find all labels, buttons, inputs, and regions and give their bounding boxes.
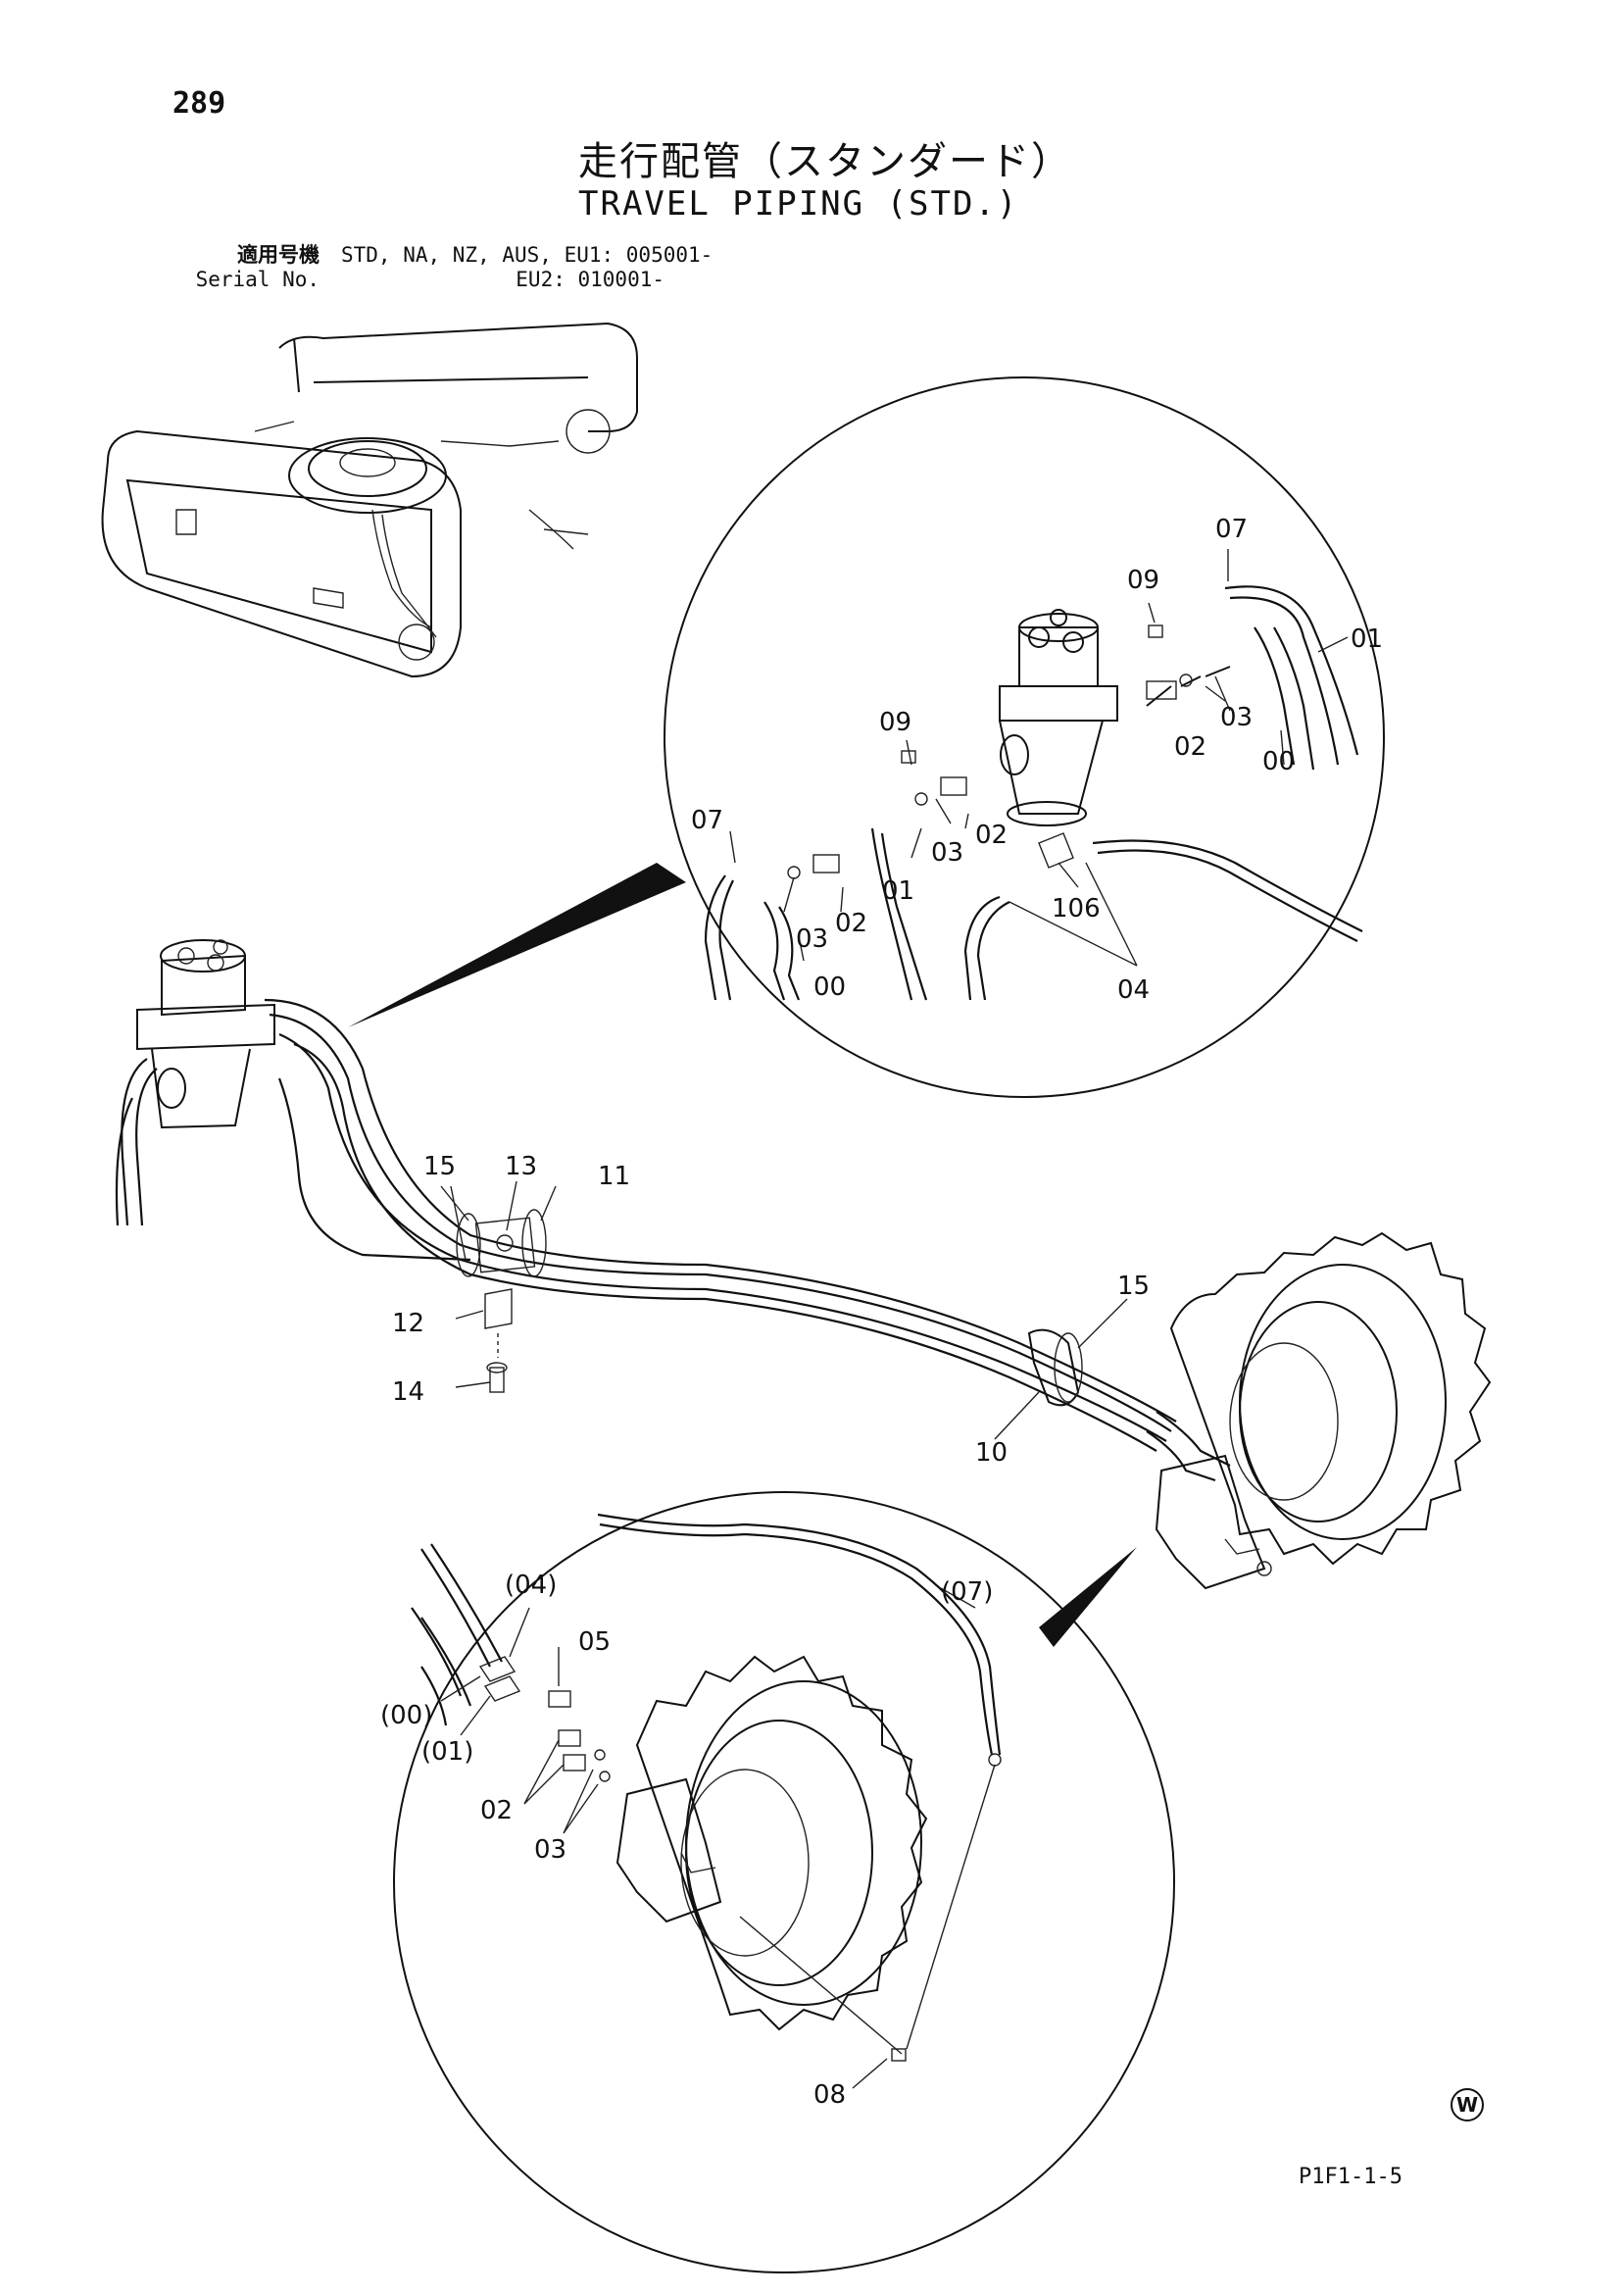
- main-assembly: [115, 939, 1492, 1590]
- callout-02-top-center: 02: [975, 821, 1008, 850]
- callout-07-top-left: 07: [691, 806, 723, 835]
- callout-02-top-right: 02: [1174, 732, 1206, 762]
- callout-09-top-right: 09: [1127, 566, 1159, 595]
- callout-00-top-left: 00: [813, 973, 846, 1002]
- callout-03-top-center: 03: [931, 838, 963, 868]
- callout-13: 13: [505, 1152, 537, 1181]
- serial-number-block: 適用号機 STD, NA, NZ, AUS, EU1: 005001- Seria…: [172, 243, 714, 292]
- callout-01-top-right: 01: [1351, 624, 1383, 654]
- bottom-detail-circle: [393, 1491, 1175, 2273]
- callout-106: 106: [1052, 894, 1101, 923]
- detail-pointer-bottom: [1039, 1547, 1137, 1647]
- drawing-code: P1F1-1-5: [1299, 2165, 1403, 2189]
- callout-05: 05: [578, 1627, 611, 1657]
- page-number: 289: [172, 86, 226, 121]
- callout-02-top-left: 02: [835, 909, 867, 938]
- callout-07-top-right: 07: [1215, 515, 1248, 544]
- callout-08: 08: [813, 2080, 846, 2110]
- serial-range-1: STD, NA, NZ, AUS, EU1: 005001-: [341, 243, 714, 267]
- callout-04-bottom: (04): [505, 1571, 557, 1600]
- circled-w-mark: W: [1451, 2088, 1484, 2121]
- callout-03-top-left: 03: [796, 924, 828, 954]
- page-title-japanese: 走行配管（スタンダード）: [578, 139, 1072, 184]
- callout-07-bottom: (07): [941, 1577, 993, 1607]
- detail-pointer-top: [348, 863, 686, 1027]
- serial-label-japanese: 適用号機: [237, 243, 320, 267]
- callout-03-bottom: 03: [534, 1835, 566, 1865]
- callout-09-top-left: 09: [879, 708, 911, 737]
- serial-range-2: EU2: 010001-: [516, 268, 664, 291]
- page-title-english: TRAVEL PIPING (STD.): [578, 184, 1019, 224]
- callout-15-left: 15: [423, 1152, 456, 1181]
- callout-04-top: 04: [1117, 975, 1150, 1005]
- callout-01-top-center: 01: [882, 876, 914, 906]
- undercarriage-overview: [101, 322, 638, 678]
- callout-12: 12: [392, 1309, 424, 1338]
- callout-14: 14: [392, 1377, 424, 1407]
- callout-15-right: 15: [1117, 1272, 1150, 1301]
- callout-00-top-right: 00: [1262, 747, 1295, 776]
- callout-03-top-right: 03: [1220, 703, 1253, 732]
- callout-11: 11: [598, 1162, 630, 1191]
- callout-02-bottom: 02: [480, 1796, 513, 1825]
- callout-labels: 07 09 01 03 02 00 09 07 03 02 01 03 02 0…: [380, 515, 1383, 2110]
- callout-10: 10: [975, 1438, 1008, 1468]
- callout-01-bottom: (01): [421, 1737, 473, 1767]
- serial-label-english: Serial No.: [195, 268, 320, 291]
- top-detail-circle: [348, 376, 1385, 1098]
- callout-00-bottom: (00): [380, 1701, 432, 1730]
